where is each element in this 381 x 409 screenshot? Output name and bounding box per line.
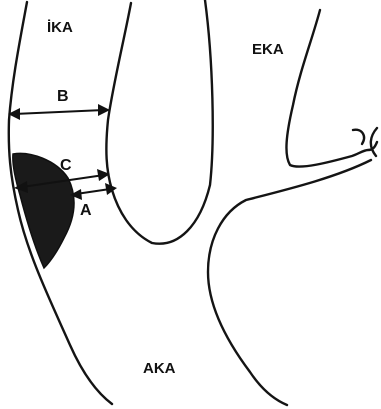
bifurcation-wall	[112, 0, 213, 244]
label-measurement-a: A	[80, 202, 92, 219]
label-measurement-c: C	[60, 157, 72, 174]
label-aka: AKA	[143, 360, 176, 377]
ika-inner-wall	[106, 3, 131, 190]
label-eka: EKA	[252, 41, 284, 58]
measurement-a	[70, 183, 117, 200]
eka-branch-loop	[353, 130, 364, 144]
label-ika: İKA	[47, 19, 73, 36]
measurement-b-line	[14, 110, 104, 114]
aka-right-wall	[208, 160, 371, 405]
label-measurement-b: B	[57, 88, 69, 105]
measurement-b	[8, 104, 110, 120]
